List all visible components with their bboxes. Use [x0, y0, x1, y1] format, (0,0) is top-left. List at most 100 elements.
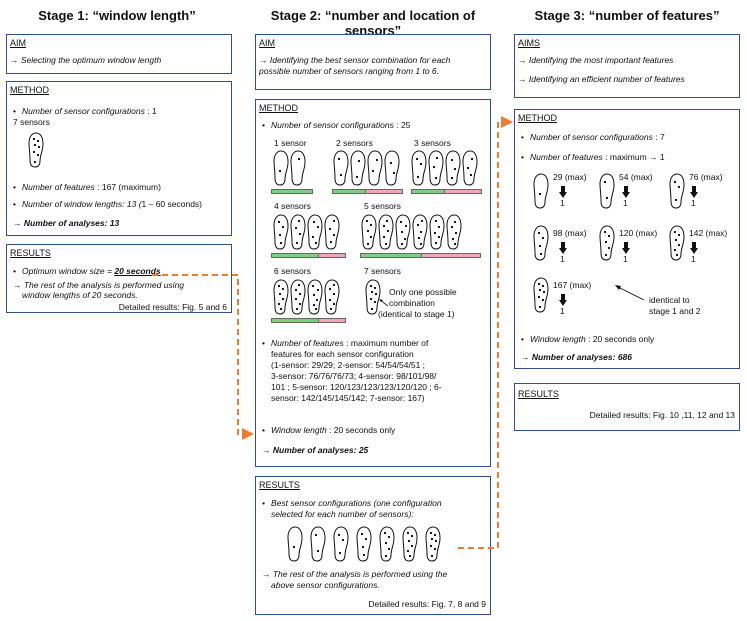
- stage3-one-6: 1: [691, 254, 696, 264]
- stage1-opt-label: Optimum window size =: [22, 266, 115, 276]
- stage3-f98: 98 (max): [553, 228, 587, 238]
- connector-stage1-to-stage2: [152, 274, 254, 440]
- stage3-one-5: 1: [623, 254, 628, 264]
- stage3-cfg-item: Number of sensor configurations : 7: [521, 132, 665, 143]
- stage2-wl-label: Window length: [271, 425, 327, 435]
- stage3-one-7: 1: [560, 306, 565, 316]
- stage2-feat-5: 101 ; 5-sensor: 120/123/123/123/120/120 …: [271, 382, 442, 392]
- stage2-cfg-label: Number of sensor configurations: [271, 120, 394, 130]
- stage3-analyses: → Number of analyses: 686: [521, 352, 633, 362]
- stage1-rest-1: → The rest of the analysis is performed …: [13, 280, 185, 290]
- stage2-2sensors-label: 2 sensors: [336, 138, 373, 148]
- stage1-opt-value: 20 seconds: [114, 266, 161, 276]
- stage2-3sensors-soles: [411, 150, 478, 186]
- stage1-cfg-item: Number of sensor configurations : 1: [13, 106, 157, 117]
- stage3-cfg-value: : 7: [655, 132, 665, 142]
- stage1-method-label: METHOD: [10, 85, 49, 95]
- stage2-rest-2: above sensor configurations.: [271, 580, 380, 590]
- stage2-cfg-item: Number of sensor configurations : 25: [262, 120, 411, 131]
- stage2-5sensors-label: 5 sensors: [364, 201, 401, 211]
- stage3-ident-2: stage 1 and 2: [649, 306, 701, 316]
- stage3-wl-label: Window length: [530, 334, 586, 344]
- stage1-results-box: RESULTS Optimum window size = 20 seconds…: [6, 244, 232, 313]
- stage3-down-arrow-1: [559, 186, 567, 198]
- stage1-results-label: RESULTS: [10, 248, 51, 258]
- stage1-rest-2: window lengths of 20 seconds.: [22, 290, 138, 300]
- stage3-sole-7: [533, 277, 549, 313]
- stage3-down-arrow-3: [690, 186, 698, 198]
- stage3-down-arrow-4: [559, 242, 567, 254]
- stage2-4sensors-soles: [273, 214, 340, 250]
- stage1-aim-box: AIM → Selecting the optimum window lengt…: [6, 34, 232, 74]
- stage2-feat-3: (1-sensor: 29/29; 2-sensor: 54/54/54/51 …: [271, 360, 426, 370]
- stage1-7sensors: 7 sensors: [13, 117, 50, 127]
- stage2-aim-2: possible number of sensors ranging from …: [259, 66, 440, 76]
- stage2-6sensors-soles: [273, 279, 340, 315]
- stage1-title: Stage 1: “window length”: [38, 8, 196, 23]
- stage2-wl-value: : 20 seconds only: [329, 425, 396, 435]
- stage3-one-4: 1: [560, 254, 565, 264]
- stage3-sole-6: [669, 225, 685, 261]
- stage2-cfg-value: : 25: [396, 120, 411, 130]
- stage3-feat-label: Number of features: [530, 152, 603, 162]
- stage1-opt: Optimum window size = 20 seconds: [13, 266, 161, 277]
- stage2-analyses: → Number of analyses: 25: [262, 445, 369, 455]
- stage1-features-value: : 167 (maximum): [97, 182, 161, 192]
- stage3-aims-box: AIMS → Identifying the most important fe…: [514, 34, 740, 98]
- stage3-one-3: 1: [691, 198, 696, 208]
- stage3-wl-item: Window length : 20 seconds only: [521, 334, 654, 345]
- stage3-ident-1: identical to: [649, 295, 690, 305]
- stage1-wl-item: Number of window lengths: 13 (1 – 60 sec…: [13, 199, 203, 210]
- stage3-pointer-arrow: [615, 285, 645, 301]
- stage2-best-1: Best sensor configurations (one configur…: [262, 498, 442, 509]
- stage2-6sensors-label: 6 sensors: [274, 266, 311, 276]
- stage2-3sensors-bar-b: [444, 189, 482, 194]
- stage1-analyses: → Number of analyses: 13: [13, 218, 120, 228]
- stage2-7sensors-label: 7 sensors: [364, 266, 401, 276]
- stage3-f167: 167 (max): [553, 280, 592, 290]
- stage3-one-2: 1: [623, 198, 628, 208]
- stage3-sole-1: [533, 173, 549, 209]
- stage3-f142: 142 (max): [689, 228, 728, 238]
- stage2-7sensors-sole: [365, 279, 381, 315]
- stage3-down-arrow-7: [559, 294, 567, 306]
- stage2-wl-item: Window length : 20 seconds only: [262, 425, 396, 436]
- stage2-aim-label: AIM: [259, 38, 276, 48]
- stage2-aim-box: AIM → Identifying the best sensor combin…: [255, 34, 491, 90]
- stage1-method-box: METHOD Number of sensor configurations :…: [6, 81, 232, 236]
- stage2-method-box: METHOD Number of sensor configurations :…: [255, 99, 491, 467]
- stage1-cfg-label: Number of sensor configurations: [22, 106, 145, 116]
- stage3-aim-1: → Identifying the most important feature…: [518, 55, 674, 65]
- stage2-pointer-arrow: [379, 299, 389, 307]
- stage1-wl-label: Number of window lengths: 13 (: [22, 199, 142, 209]
- stage2-detailed: Detailed results: Fig. 7, 8 and 9: [368, 599, 486, 609]
- stage2-only-3: (identical to stage 1): [378, 309, 455, 319]
- stage2-best-2: selected for each number of sensors):: [271, 509, 414, 519]
- stage3-results-label: RESULTS: [518, 389, 559, 399]
- stage2-rest-1: → The rest of the analysis is performed …: [262, 569, 448, 579]
- stage3-aim-2: → Identifying an efficient number of fea…: [518, 74, 685, 84]
- stage2-aim-1: → Identifying the best sensor combinatio…: [259, 55, 451, 65]
- stage2-feat-2: features for each sensor configuration: [271, 349, 414, 359]
- stage3-sole-2: [599, 173, 615, 209]
- stage2-method-label: METHOD: [259, 103, 298, 113]
- stage2-5sensors-bar-b: [421, 253, 481, 258]
- stage3-f76: 76 (max): [689, 172, 723, 182]
- stage1-features-label: Number of features: [22, 182, 95, 192]
- stage3-down-arrow-5: [622, 242, 630, 254]
- stage3-sole-4: [533, 225, 549, 261]
- stage1-wl-value: 1 – 60 seconds): [141, 199, 203, 209]
- stage2-only-1: Only one possible: [389, 287, 457, 297]
- stage3-feat-item: Number of features : maximum → 1: [521, 152, 665, 163]
- stage2-only-2: combination: [389, 298, 435, 308]
- stage2-2sensors-bar-b: [365, 189, 403, 194]
- stage3-f120: 120 (max): [619, 228, 658, 238]
- stage1-cfg-value: : 1: [147, 106, 157, 116]
- stage3-one-1: 1: [560, 198, 565, 208]
- stage3-results-box: RESULTS Detailed results: Fig. 10 ,11, 1…: [514, 383, 740, 431]
- stage2-1sensor-soles: [273, 150, 306, 186]
- stage2-feat-4: 3-sensor: 76/76/76/73; 4-sensor: 98/101/…: [271, 371, 437, 381]
- stage2-2sensors-soles: [333, 150, 400, 186]
- stage1-aim-label: AIM: [10, 38, 27, 48]
